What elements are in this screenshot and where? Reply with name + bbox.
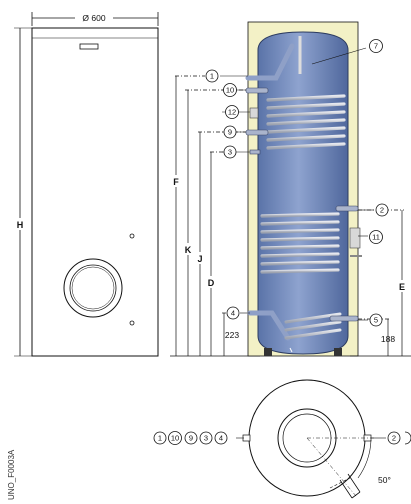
thermometer-pocket	[249, 107, 259, 119]
plan-callout-1: 1	[153, 431, 167, 445]
cold-water-inlet-pipe	[247, 310, 291, 341]
callout-9: 9	[223, 125, 237, 139]
lower-coil-inlet	[335, 205, 359, 212]
svg-text:1: 1	[158, 434, 162, 443]
drawing-reference-code: UNO_F0003A	[7, 449, 16, 500]
side-port-lower	[129, 320, 135, 326]
svg-text:5: 5	[374, 316, 378, 325]
bottom-outlet-pipe	[329, 315, 359, 322]
callout-1: 1	[205, 69, 219, 83]
angle-label: 50°	[378, 475, 391, 485]
svg-text:9: 9	[228, 128, 232, 137]
svg-text:1: 1	[210, 72, 214, 81]
dimension-letter-k: K	[185, 245, 192, 255]
brand-plate	[79, 43, 99, 50]
svg-text:9: 9	[189, 434, 193, 443]
svg-text:2: 2	[380, 206, 384, 215]
angle-arc	[357, 439, 372, 479]
svg-text:12: 12	[228, 108, 236, 117]
tank-foot-right	[334, 348, 342, 356]
svg-text:2: 2	[392, 434, 396, 443]
svg-text:4: 4	[231, 309, 235, 318]
vertical-dimensions	[170, 75, 260, 357]
upper-coil	[266, 94, 346, 150]
plan-port-left	[242, 434, 251, 442]
tank-foot-left	[264, 348, 272, 356]
callout-10: 10	[223, 83, 237, 97]
electric-heater-flange	[349, 227, 361, 249]
plan-callout-9: 9	[184, 431, 198, 445]
hot-water-outlet-pipe	[245, 43, 295, 81]
callout-12: 12	[225, 105, 239, 119]
upper-coil-return	[245, 129, 269, 136]
svg-text:11: 11	[372, 233, 380, 242]
plan-callouts-left: 1 10 9 3 4	[153, 431, 244, 445]
dimension-value-223: 223	[225, 330, 239, 340]
callout-11: 11	[369, 230, 383, 244]
plan-callout-3: 3	[199, 431, 213, 445]
dimension-value-188: 188	[381, 334, 395, 344]
svg-text:3: 3	[228, 148, 232, 157]
svg-text:10: 10	[171, 434, 179, 443]
upper-coil-inlet	[245, 87, 269, 94]
dimension-letter-h: H	[17, 220, 24, 230]
bottom-coil	[284, 312, 342, 340]
callouts: 1 10 12 9 3 4 7 2	[205, 39, 389, 327]
plan-angled-stub	[329, 473, 361, 499]
plan-callout-4: 4	[214, 431, 228, 445]
front-elevation: Ø 600 H	[14, 10, 159, 357]
svg-text:4: 4	[219, 434, 223, 443]
callout-2: 2	[375, 203, 389, 217]
callout-7: 7	[369, 39, 383, 53]
recirculation-port	[249, 149, 261, 155]
vertical-dimension-labels: F K J D 223	[170, 175, 239, 340]
inspection-flange-inner	[69, 264, 117, 312]
dimension-letter-j: J	[197, 254, 202, 264]
side-port-upper	[129, 233, 135, 239]
callout-4: 4	[226, 306, 240, 320]
svg-text:10: 10	[226, 86, 234, 95]
dimension-letter-d: D	[208, 278, 215, 288]
svg-text:7: 7	[374, 42, 378, 51]
plan-callouts-right: 2	[371, 431, 411, 445]
plan-callout-2: 2	[387, 431, 401, 445]
lower-coil	[260, 212, 340, 274]
dimension-letter-e: E	[399, 282, 405, 292]
plan-view: 50° 1 10 9 3 4 2	[153, 379, 411, 499]
cross-section	[245, 21, 367, 357]
callout-5: 5	[369, 313, 383, 327]
callout-3: 3	[223, 145, 237, 159]
dimension-letter-f: F	[173, 177, 179, 187]
plan-callout-10: 10	[168, 431, 182, 445]
diameter-label: Ø 600	[82, 13, 105, 23]
svg-text:3: 3	[204, 434, 208, 443]
